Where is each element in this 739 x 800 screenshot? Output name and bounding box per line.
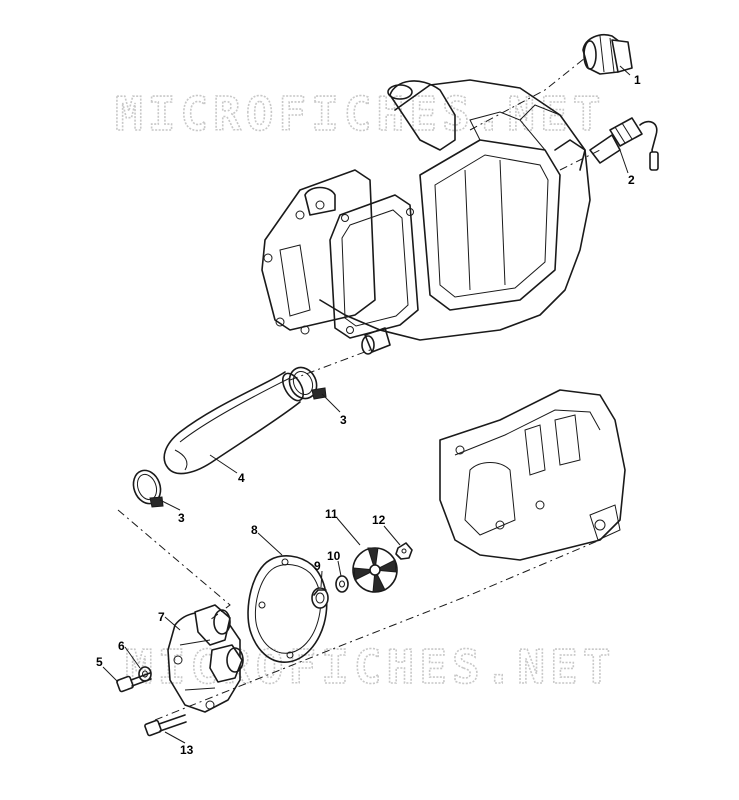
watermark-bottom: MICROFICHES.NET xyxy=(125,640,615,694)
callout-6: 6 xyxy=(118,639,125,653)
watermark-top: MICROFICHES.NET xyxy=(115,87,605,141)
callout-11: 11 xyxy=(325,507,338,521)
part-10-washer xyxy=(335,575,349,593)
callout-7: 7 xyxy=(158,610,165,624)
callout-1: 1 xyxy=(634,73,641,87)
crankcase-illustration xyxy=(439,389,626,561)
part-11-impeller xyxy=(352,547,398,593)
part-3-clamp-lower xyxy=(132,469,164,508)
callout-9: 9 xyxy=(314,559,321,573)
cylinder-head-illustration xyxy=(261,79,591,355)
part-1-fitting xyxy=(582,34,633,75)
part-12-nut xyxy=(395,542,413,560)
callout-4: 4 xyxy=(238,471,245,485)
part-2-sensor xyxy=(589,117,659,171)
part-4-hose xyxy=(163,371,305,475)
callout-3-upper: 3 xyxy=(340,413,347,427)
part-7-pump-cover xyxy=(167,604,244,713)
part-13-bolt xyxy=(144,714,187,737)
callout-5: 5 xyxy=(96,655,103,669)
callouts: 1 2 3 3 4 5 6 7 8 9 10 11 12 13 xyxy=(96,73,641,757)
part-3-clamp-upper xyxy=(288,366,327,400)
callout-13: 13 xyxy=(180,743,194,757)
assembly-lines xyxy=(117,57,601,721)
leader-lines xyxy=(102,65,631,744)
callout-8: 8 xyxy=(251,523,258,537)
part-9-seal xyxy=(311,587,329,609)
callout-3-lower: 3 xyxy=(178,511,185,525)
part-6-washer xyxy=(138,666,152,682)
callout-12: 12 xyxy=(372,513,386,527)
callout-2: 2 xyxy=(628,173,635,187)
callout-10: 10 xyxy=(327,549,341,563)
